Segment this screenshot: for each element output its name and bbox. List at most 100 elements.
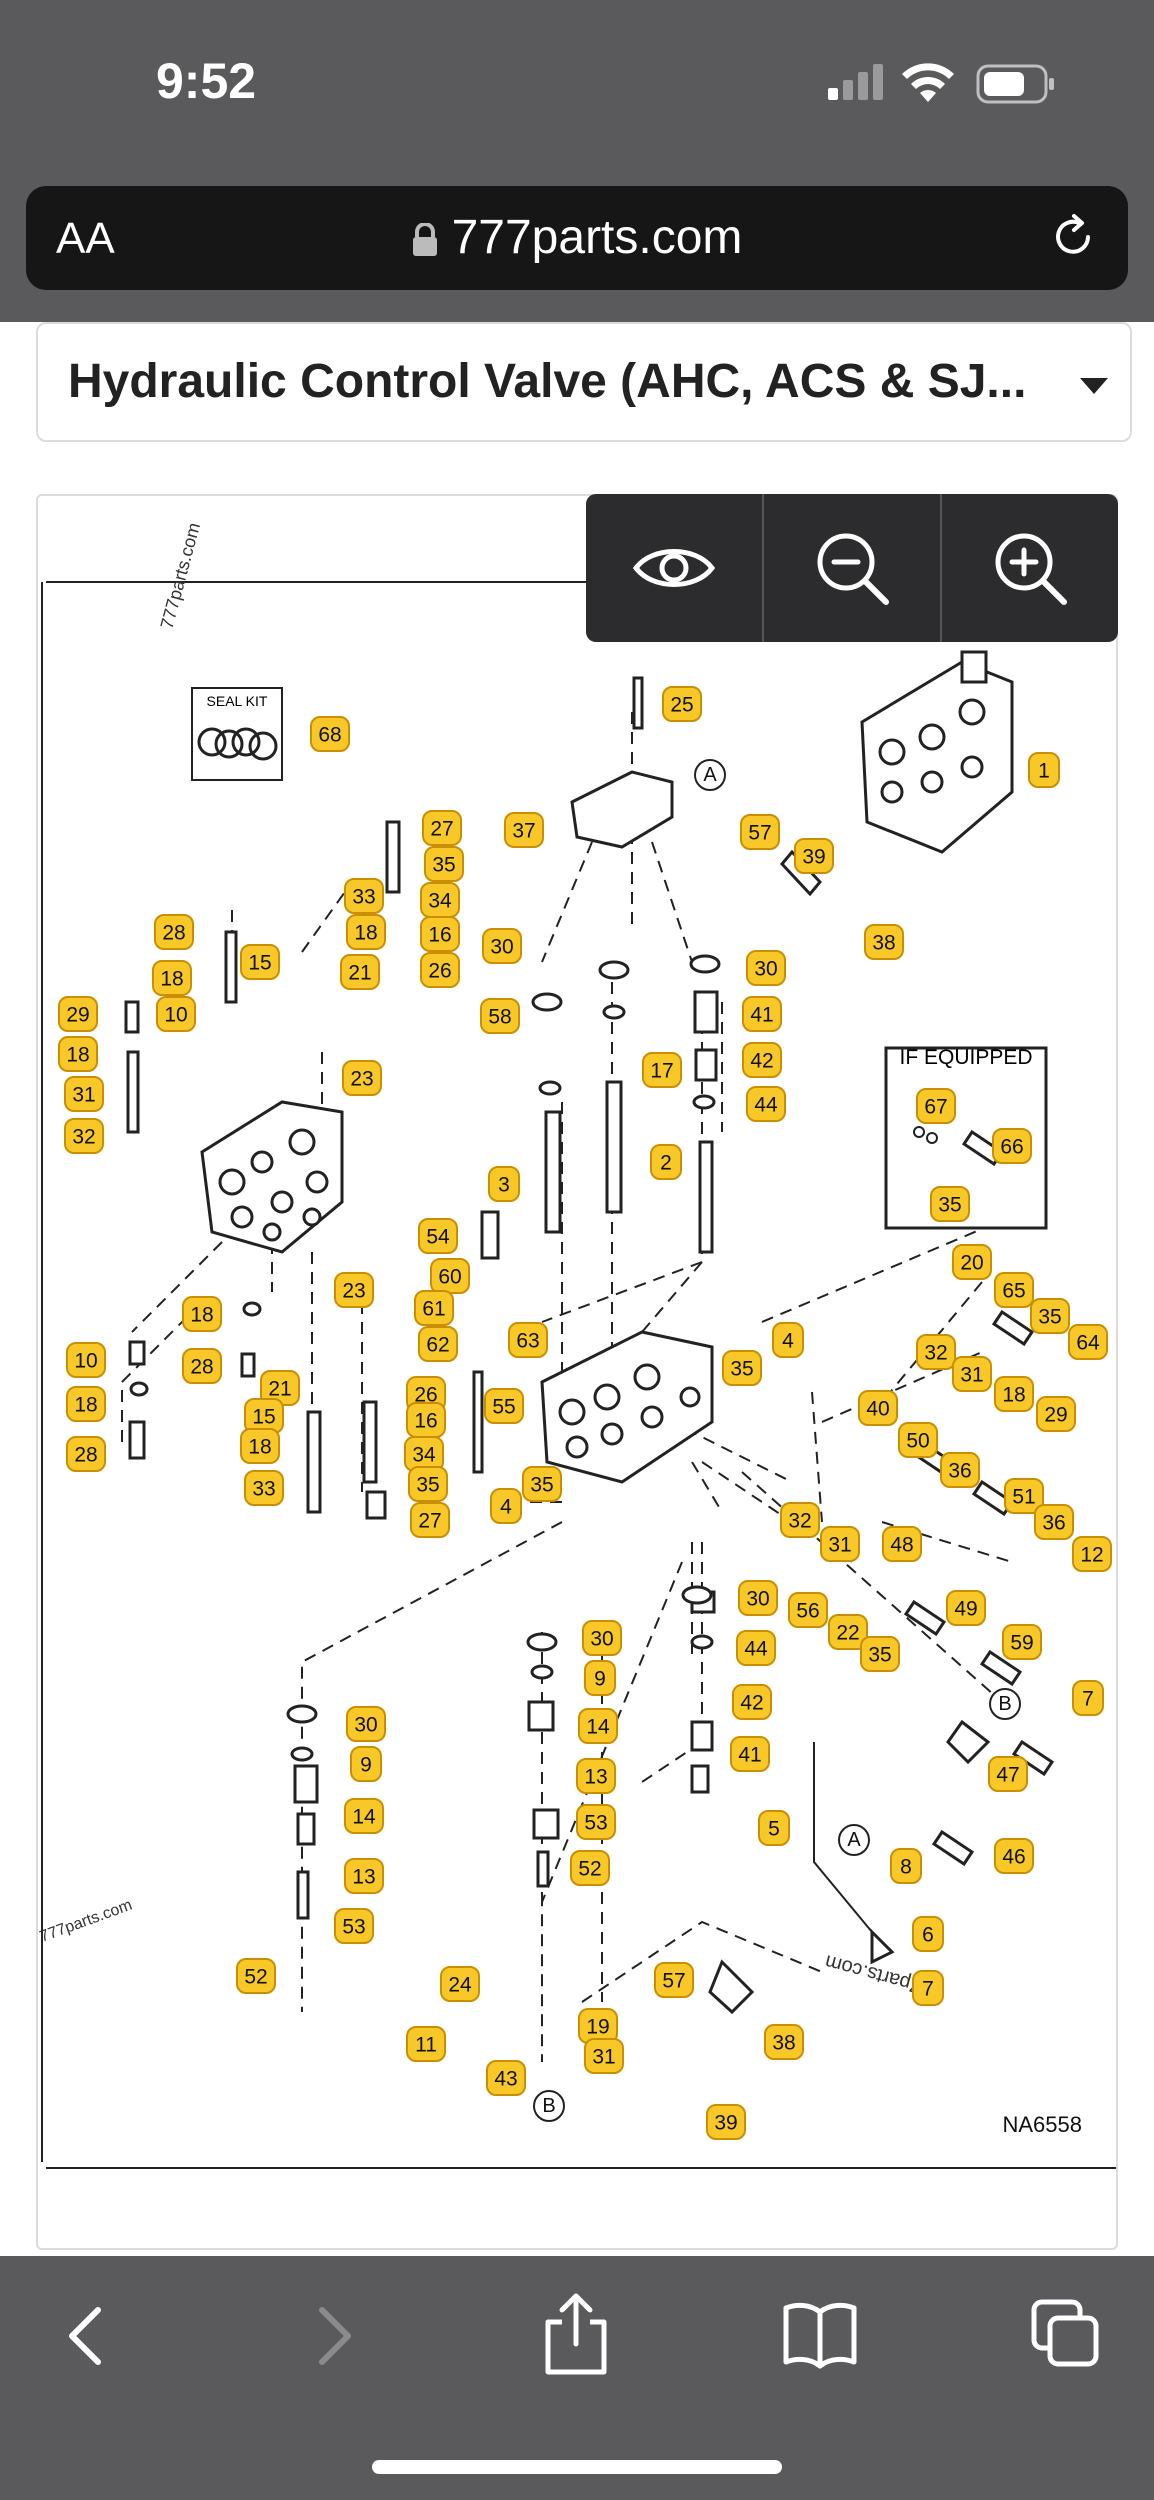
part-callout[interactable]: 4 — [490, 1488, 522, 1524]
forward-icon[interactable] — [310, 2296, 360, 2376]
reload-icon[interactable] — [1048, 212, 1098, 262]
part-callout[interactable]: 42 — [742, 1042, 782, 1078]
part-callout[interactable]: 35 — [424, 846, 464, 882]
part-callout[interactable]: 24 — [440, 1966, 480, 2002]
part-callout[interactable]: 6 — [912, 1916, 944, 1952]
part-callout[interactable]: 53 — [334, 1908, 374, 1944]
part-callout[interactable]: 63 — [508, 1322, 548, 1358]
part-callout[interactable]: 30 — [738, 1580, 778, 1616]
part-callout[interactable]: 21 — [340, 954, 380, 990]
part-callout[interactable]: 20 — [952, 1244, 992, 1280]
diagram-select[interactable]: Hydraulic Control Valve (AHC, ACS & SJ..… — [36, 322, 1132, 442]
part-callout[interactable]: 18 — [240, 1428, 280, 1464]
part-callout[interactable]: 9 — [350, 1746, 382, 1782]
part-callout[interactable]: 58 — [480, 998, 520, 1034]
part-callout[interactable]: 15 — [244, 1398, 284, 1434]
part-callout[interactable]: 31 — [64, 1076, 104, 1112]
url-display[interactable]: 777parts.com — [26, 210, 1128, 265]
part-callout[interactable]: 53 — [576, 1804, 616, 1840]
part-callout[interactable]: 67 — [916, 1088, 956, 1124]
part-callout[interactable]: 30 — [482, 928, 522, 964]
part-callout[interactable]: 51 — [1004, 1478, 1044, 1514]
part-callout[interactable]: 18 — [66, 1386, 106, 1422]
part-callout[interactable]: 17 — [642, 1052, 682, 1088]
part-callout[interactable]: 3 — [488, 1166, 520, 1202]
part-callout[interactable]: 23 — [342, 1060, 382, 1096]
part-callout[interactable]: 40 — [858, 1390, 898, 1426]
part-callout[interactable]: 57 — [654, 1962, 694, 1998]
part-callout[interactable]: 59 — [1002, 1624, 1042, 1660]
diagram-viewer[interactable]: .cl rect{fill:#f8c829;stroke:#c98f00;str… — [36, 494, 1118, 2250]
parts-diagram[interactable]: .cl rect{fill:#f8c829;stroke:#c98f00;str… — [38, 496, 1118, 2250]
part-callout[interactable]: 18 — [182, 1296, 222, 1332]
part-callout[interactable]: 30 — [746, 950, 786, 986]
part-callout[interactable]: 66 — [992, 1128, 1032, 1164]
view-button[interactable] — [586, 494, 762, 642]
part-callout[interactable]: 38 — [864, 924, 904, 960]
zoom-in-button[interactable] — [942, 494, 1118, 642]
part-callout[interactable]: 41 — [742, 996, 782, 1032]
part-callout[interactable]: 35 — [722, 1350, 762, 1386]
part-callout[interactable]: 62 — [418, 1326, 458, 1362]
zoom-out-button[interactable] — [764, 494, 940, 642]
back-icon[interactable] — [60, 2296, 110, 2376]
part-callout[interactable]: 49 — [946, 1590, 986, 1626]
part-callout[interactable]: 52 — [570, 1850, 610, 1886]
part-callout[interactable]: 60 — [430, 1258, 470, 1294]
part-callout[interactable]: 48 — [882, 1526, 922, 1562]
part-callout[interactable]: 52 — [236, 1958, 276, 1994]
part-callout[interactable]: 10 — [156, 996, 196, 1032]
part-callout[interactable]: 28 — [182, 1348, 222, 1384]
part-callout[interactable]: 15 — [240, 944, 280, 980]
text-size-button[interactable]: AA — [56, 214, 115, 264]
part-callout[interactable]: 64 — [1068, 1324, 1108, 1360]
part-callout[interactable]: 41 — [730, 1736, 770, 1772]
part-callout[interactable]: 35 — [408, 1466, 448, 1502]
part-callout[interactable]: 61 — [414, 1290, 454, 1326]
part-callout[interactable]: 39 — [706, 2104, 746, 2140]
part-callout[interactable]: 43 — [486, 2060, 526, 2096]
part-callout[interactable]: 10 — [66, 1342, 106, 1378]
part-callout[interactable]: 39 — [794, 838, 834, 874]
part-callout[interactable]: 14 — [578, 1708, 618, 1744]
part-callout[interactable]: 19 — [578, 2008, 618, 2044]
part-callout[interactable]: 54 — [418, 1218, 458, 1254]
part-callout[interactable]: 30 — [346, 1706, 386, 1742]
part-callout[interactable]: 31 — [820, 1526, 860, 1562]
address-bar[interactable]: AA 777parts.com — [26, 186, 1128, 290]
part-callout[interactable]: 8 — [890, 1848, 922, 1884]
part-callout[interactable]: 29 — [1036, 1396, 1076, 1432]
part-callout[interactable]: 65 — [994, 1272, 1034, 1308]
part-callout[interactable]: 25 — [662, 686, 702, 722]
part-callout[interactable]: 44 — [736, 1630, 776, 1666]
part-callout[interactable]: 5 — [758, 1810, 790, 1846]
part-callout[interactable]: 18 — [152, 960, 192, 996]
part-callout[interactable]: 27 — [410, 1502, 450, 1538]
part-callout[interactable]: 68 — [310, 716, 350, 752]
part-callout[interactable]: 57 — [740, 814, 780, 850]
part-callout[interactable]: 34 — [404, 1436, 444, 1472]
part-callout[interactable]: 4 — [772, 1322, 804, 1358]
part-callout[interactable]: 47 — [988, 1756, 1028, 1792]
part-callout[interactable]: 13 — [576, 1758, 616, 1794]
part-callout[interactable]: 13 — [344, 1858, 384, 1894]
part-callout[interactable]: 16 — [420, 916, 460, 952]
part-callout[interactable]: 16 — [406, 1402, 446, 1438]
part-callout[interactable]: 38 — [764, 2024, 804, 2060]
part-callout[interactable]: 9 — [584, 1660, 616, 1696]
part-callout[interactable]: 36 — [1034, 1504, 1074, 1540]
part-callout[interactable]: 46 — [994, 1838, 1034, 1874]
part-callout[interactable]: 33 — [244, 1470, 284, 1506]
part-callout[interactable]: 7 — [1072, 1680, 1104, 1716]
part-callout[interactable]: 11 — [406, 2026, 446, 2062]
part-callout[interactable]: 55 — [484, 1388, 524, 1424]
part-callout[interactable]: 18 — [994, 1376, 1034, 1412]
part-callout[interactable]: 37 — [504, 812, 544, 848]
part-callout[interactable]: 30 — [582, 1620, 622, 1656]
part-callout[interactable]: 7 — [912, 1970, 944, 2006]
part-callout[interactable]: 32 — [64, 1118, 104, 1154]
part-callout[interactable]: 42 — [732, 1684, 772, 1720]
part-callout[interactable]: 33 — [344, 878, 384, 914]
part-callout[interactable]: 35 — [522, 1466, 562, 1502]
bookmarks-icon[interactable] — [782, 2300, 858, 2370]
